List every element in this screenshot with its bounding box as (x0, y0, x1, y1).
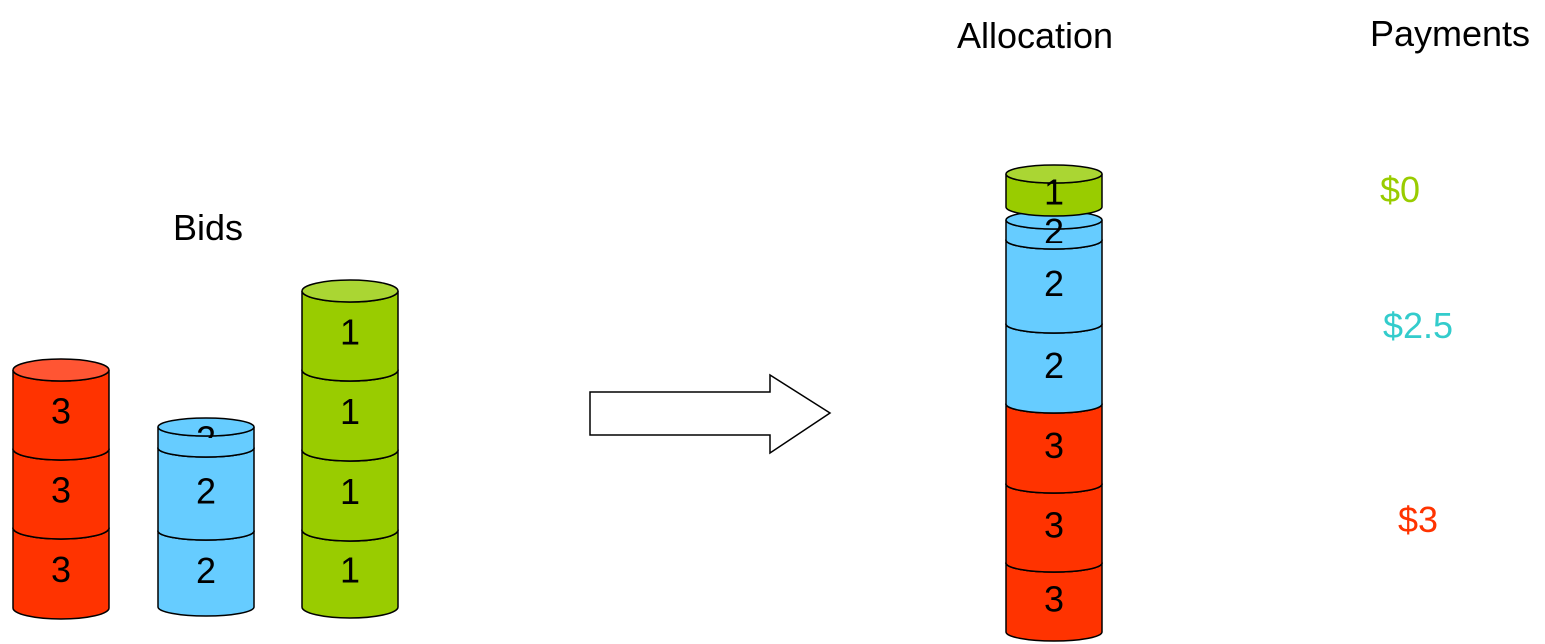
alloc-red-6-label: 3 (1044, 505, 1064, 546)
alloc-green-1-label: 1 (1044, 172, 1064, 213)
bid-blue-2-label: 2 (196, 471, 216, 512)
alloc-blue-3-label: 2 (1044, 263, 1064, 304)
alloc-red-7-label: 3 (1044, 579, 1064, 620)
alloc-blue-2: 2 (1005, 210, 1103, 252)
payments-heading: Payments (1370, 13, 1530, 54)
bid-blue-1: 2 (157, 417, 255, 460)
alloc-green-1-top (1005, 164, 1103, 184)
payment-green: $0 (1380, 169, 1420, 210)
bid-green-2-label: 1 (340, 391, 360, 432)
alloc-blue-2-label: 2 (1044, 211, 1064, 252)
alloc-green-1: 1 (1005, 164, 1103, 217)
bid-green-3-label: 1 (340, 471, 360, 512)
bid-green-1-top (301, 279, 399, 303)
bid-green-1: 1 (301, 279, 399, 382)
alloc-red-5-label: 3 (1044, 425, 1064, 466)
bid-red-1-top (12, 358, 110, 382)
bid-green-4-label: 1 (340, 550, 360, 591)
bid-stacks: 3 3 3 2 2 2 1 1 1 1 (12, 279, 399, 620)
bid-red-1: 3 (12, 358, 110, 461)
bids-heading: Bids (173, 207, 243, 248)
bid-blue-3-label: 2 (196, 550, 216, 591)
allocation-heading: Allocation (957, 15, 1113, 56)
bid-red-2-label: 3 (51, 470, 71, 511)
bid-blue-1-top (157, 417, 255, 437)
bid-red-3-label: 3 (51, 549, 71, 590)
payment-blue: $2.5 (1383, 305, 1453, 346)
bid-red-1-label: 3 (51, 391, 71, 432)
bid-green-1-label: 1 (340, 312, 360, 353)
right-arrow-icon (589, 373, 832, 455)
alloc-blue-4-label: 2 (1044, 345, 1064, 386)
bid-blue-1-label: 2 (196, 419, 216, 460)
payment-red: $3 (1398, 499, 1438, 540)
